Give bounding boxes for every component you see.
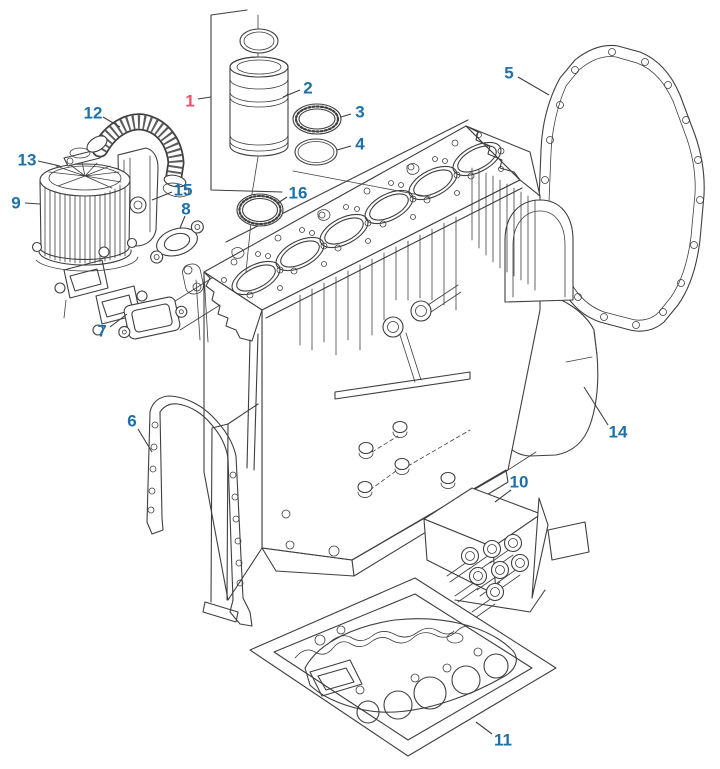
callout-leader-9 — [24, 202, 41, 205]
callout-leader-8 — [179, 215, 186, 229]
liner-top-ring — [239, 28, 279, 54]
callout-leader-11 — [475, 721, 493, 735]
callout-leader-5 — [517, 76, 550, 96]
callout-leader-10 — [494, 489, 512, 503]
callout-leader-4 — [336, 145, 352, 151]
callout-5: 5 — [504, 64, 513, 83]
part-13-fitting — [63, 147, 101, 167]
callout-11: 11 — [494, 731, 512, 750]
part-2-liner — [229, 56, 289, 157]
callout-8: 8 — [181, 200, 190, 219]
callout-leader-6 — [137, 428, 153, 453]
callout-13: 13 — [18, 151, 37, 170]
block-front-face — [203, 271, 263, 601]
callout-leader-13 — [37, 160, 61, 167]
callout-leader-16 — [277, 196, 288, 204]
part-12-hose — [86, 113, 190, 198]
callout-3: 3 — [355, 103, 364, 122]
cylinder-liner-kit — [210, 9, 431, 273]
part-9-oil-cooler — [31, 161, 139, 272]
callout-2: 2 — [303, 79, 312, 98]
part-4-o-ring — [294, 138, 338, 166]
callout-leader-7 — [109, 313, 128, 328]
part-1-bracket — [210, 9, 283, 193]
callout-leader-2 — [282, 89, 301, 98]
gasket-6 — [146, 395, 253, 627]
part-3-seal-ring — [292, 103, 342, 135]
callout-leader-14 — [583, 386, 609, 426]
callout-1: 1 — [185, 92, 194, 111]
part-11-gasket-set — [249, 577, 557, 757]
gasket-7 — [118, 277, 221, 340]
part-10-hardware-box — [423, 487, 590, 619]
callout-9: 9 — [11, 194, 20, 213]
part-16-seal-ring — [236, 193, 284, 227]
callout-16: 16 — [289, 184, 308, 203]
gasket-8 — [150, 220, 204, 264]
callout-15: 15 — [174, 181, 193, 200]
callout-leader-12 — [102, 116, 121, 128]
callout-leader-1 — [197, 96, 212, 100]
callout-leader-3 — [340, 113, 352, 118]
engine-block — [182, 119, 574, 623]
callout-7: 7 — [97, 322, 106, 341]
callout-10: 10 — [510, 473, 529, 492]
block-rear-arch — [504, 199, 574, 303]
callout-4: 4 — [355, 135, 365, 154]
callout-leader-15 — [151, 191, 173, 201]
callout-14: 14 — [609, 423, 628, 442]
callout-6: 6 — [127, 412, 136, 431]
callout-12: 12 — [84, 104, 103, 123]
